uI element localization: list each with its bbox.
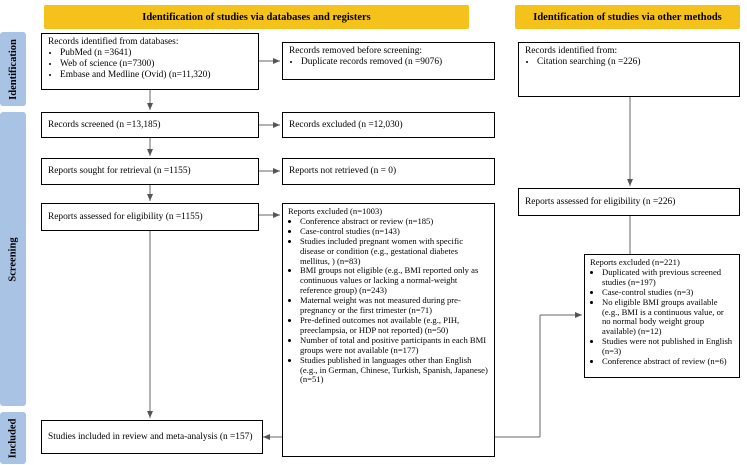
records-removed-box: Records removed before screening: Duplic… [282, 42, 495, 80]
phase-included: Included [0, 412, 26, 464]
reports-not-retrieved-box: Reports not retrieved (n = 0) [282, 158, 495, 185]
records-identified-other-box: Records identified from: Citation search… [518, 42, 740, 97]
records-identified-title: Records identified from databases: [48, 37, 179, 47]
list-item: No eligible BMI groups available (e.g., … [602, 297, 734, 338]
records-excluded-text: Records excluded (n =12,030) [289, 119, 403, 130]
reports-sought-text: Reports sought for retrieval (n =1155) [48, 166, 191, 176]
reports-excluded-other-title: Reports excluded (n=221) [590, 257, 680, 267]
list-item: Web of science (n=7300) [60, 59, 252, 70]
reports-assessed-other-text: Reports assessed for eligibility (n =226… [525, 196, 676, 207]
records-removed-title: Records removed before screening: [289, 46, 423, 56]
studies-included-text: Studies included in review and meta-anal… [48, 431, 253, 442]
phase-identification: Identification [0, 32, 26, 106]
list-item: Number of total and positive participant… [300, 335, 489, 356]
records-identified-databases-box: Records identified from databases: PubMe… [41, 33, 259, 90]
list-item: Duplicate records removed (n =9076) [301, 57, 488, 68]
list-item: Case-control studies (n=3) [602, 287, 734, 298]
list-item: Studies published in languages other tha… [300, 355, 489, 386]
header-databases: Identification of studies via databases … [44, 5, 469, 29]
list-item: BMI groups not eligible (e.g., BMI repor… [300, 266, 489, 296]
list-item: Conference abstract or review (n=185) [300, 216, 489, 227]
reports-assessed-db-box: Reports assessed for eligibility (n =115… [41, 203, 259, 231]
reports-sought-box: Reports sought for retrieval (n =1155) [41, 158, 259, 185]
list-item: Citation searching (n =226) [537, 57, 733, 68]
list-item: Maternal weight was not measured during … [300, 295, 489, 316]
list-item: Duplicated with previous screened studie… [602, 267, 734, 288]
records-identified-other-title: Records identified from: [525, 46, 618, 56]
records-screened-text: Records screened (n =13,185) [48, 119, 161, 130]
reports-excluded-other-box: Reports excluded (n=221) Duplicated with… [584, 254, 740, 378]
reports-assessed-db-text: Reports assessed for eligibility (n =115… [48, 211, 203, 222]
records-excluded-box: Records excluded (n =12,030) [282, 112, 495, 138]
studies-included-box: Studies included in review and meta-anal… [41, 420, 263, 454]
list-item: Studies included pregnant women with spe… [300, 236, 489, 267]
reports-assessed-other-box: Reports assessed for eligibility (n =226… [518, 188, 740, 216]
records-screened-box: Records screened (n =13,185) [41, 112, 259, 138]
list-item: Studies were not published in English (n… [602, 336, 734, 357]
list-item: Embase and Medline (Ovid) (n=11,320) [60, 70, 252, 81]
list-item: Conference abstract of review (n=6) [602, 356, 734, 367]
reports-excluded-db-box: Reports excluded (n=1003) Conference abs… [282, 203, 495, 457]
header-other-methods: Identification of studies via other meth… [515, 5, 740, 29]
list-item: PubMed (n =3641) [60, 48, 252, 59]
list-item: Pre-defined outcomes not available (e.g.… [300, 315, 489, 336]
reports-excluded-db-title: Reports excluded (n=1003) [288, 206, 383, 216]
list-item: Case-control studies (n=143) [300, 226, 489, 237]
reports-not-retrieved-text: Reports not retrieved (n = 0) [289, 166, 397, 176]
phase-screening: Screening [0, 112, 26, 406]
